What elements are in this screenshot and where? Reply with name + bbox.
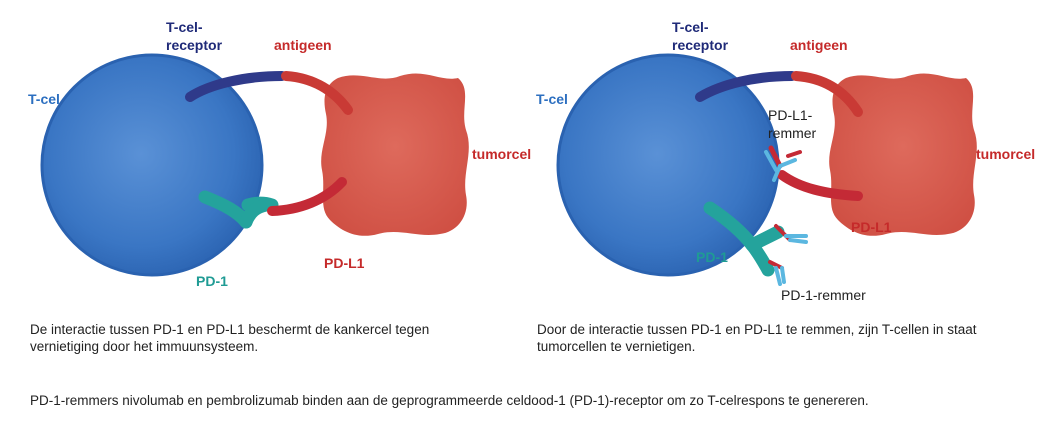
- label-tcr-left-2: receptor: [166, 37, 223, 53]
- label-pdl1-right: PD-L1: [851, 219, 892, 235]
- label-pd1-right: PD-1: [696, 249, 728, 265]
- pdl1-inhibitor-antibody: [764, 145, 802, 182]
- label-tcr-right-1: T-cel-: [672, 19, 709, 35]
- pdl1-ligand-left: [267, 177, 347, 216]
- antigen-right: [791, 71, 863, 117]
- right-panel: T-cel T-cel- receptor antigeen tumorcel …: [536, 19, 1035, 303]
- tumor-cell-left: [321, 73, 469, 236]
- pd1-receptor-left: [198, 190, 279, 229]
- pdl1-ligand-right: [777, 170, 863, 201]
- label-tumor-left: tumorcel: [472, 146, 531, 162]
- antigen-left: [281, 71, 353, 115]
- pd1-receptor-right: [703, 201, 785, 277]
- caption-right: Door de interactie tussen PD-1 en PD-L1 …: [537, 322, 977, 354]
- label-tcr-right-2: receptor: [672, 37, 729, 53]
- label-antigen-right: antigeen: [790, 37, 848, 53]
- tumor-cell-right: [829, 73, 977, 236]
- label-pd1-inhibitor: PD-1-remmer: [781, 287, 866, 303]
- label-tumor-right: tumorcel: [976, 146, 1035, 162]
- t-cell-receptor-left: [185, 71, 287, 102]
- label-antigen-left: antigeen: [274, 37, 332, 53]
- label-pdl1-inhibitor-2: remmer: [768, 125, 817, 141]
- label-tcr-left-1: T-cel-: [166, 19, 203, 35]
- t-cell-left: [40, 53, 264, 277]
- label-pd1-left: PD-1: [196, 273, 228, 289]
- label-pdl1-left: PD-L1: [324, 255, 365, 271]
- label-t-cel-left: T-cel: [28, 91, 60, 107]
- footnote: PD-1-remmers nivolumab en pembrolizumab …: [30, 393, 869, 408]
- label-pdl1-inhibitor-1: PD-L1-: [768, 107, 813, 123]
- label-t-cel-right: T-cel: [536, 91, 568, 107]
- pd1-inhibitor-antibody: [768, 224, 808, 286]
- left-panel: T-cel T-cel- receptor antigeen tumorcel …: [28, 19, 531, 289]
- caption-left: De interactie tussen PD-1 en PD-L1 besch…: [30, 322, 430, 354]
- t-cell-receptor-right: [695, 71, 797, 102]
